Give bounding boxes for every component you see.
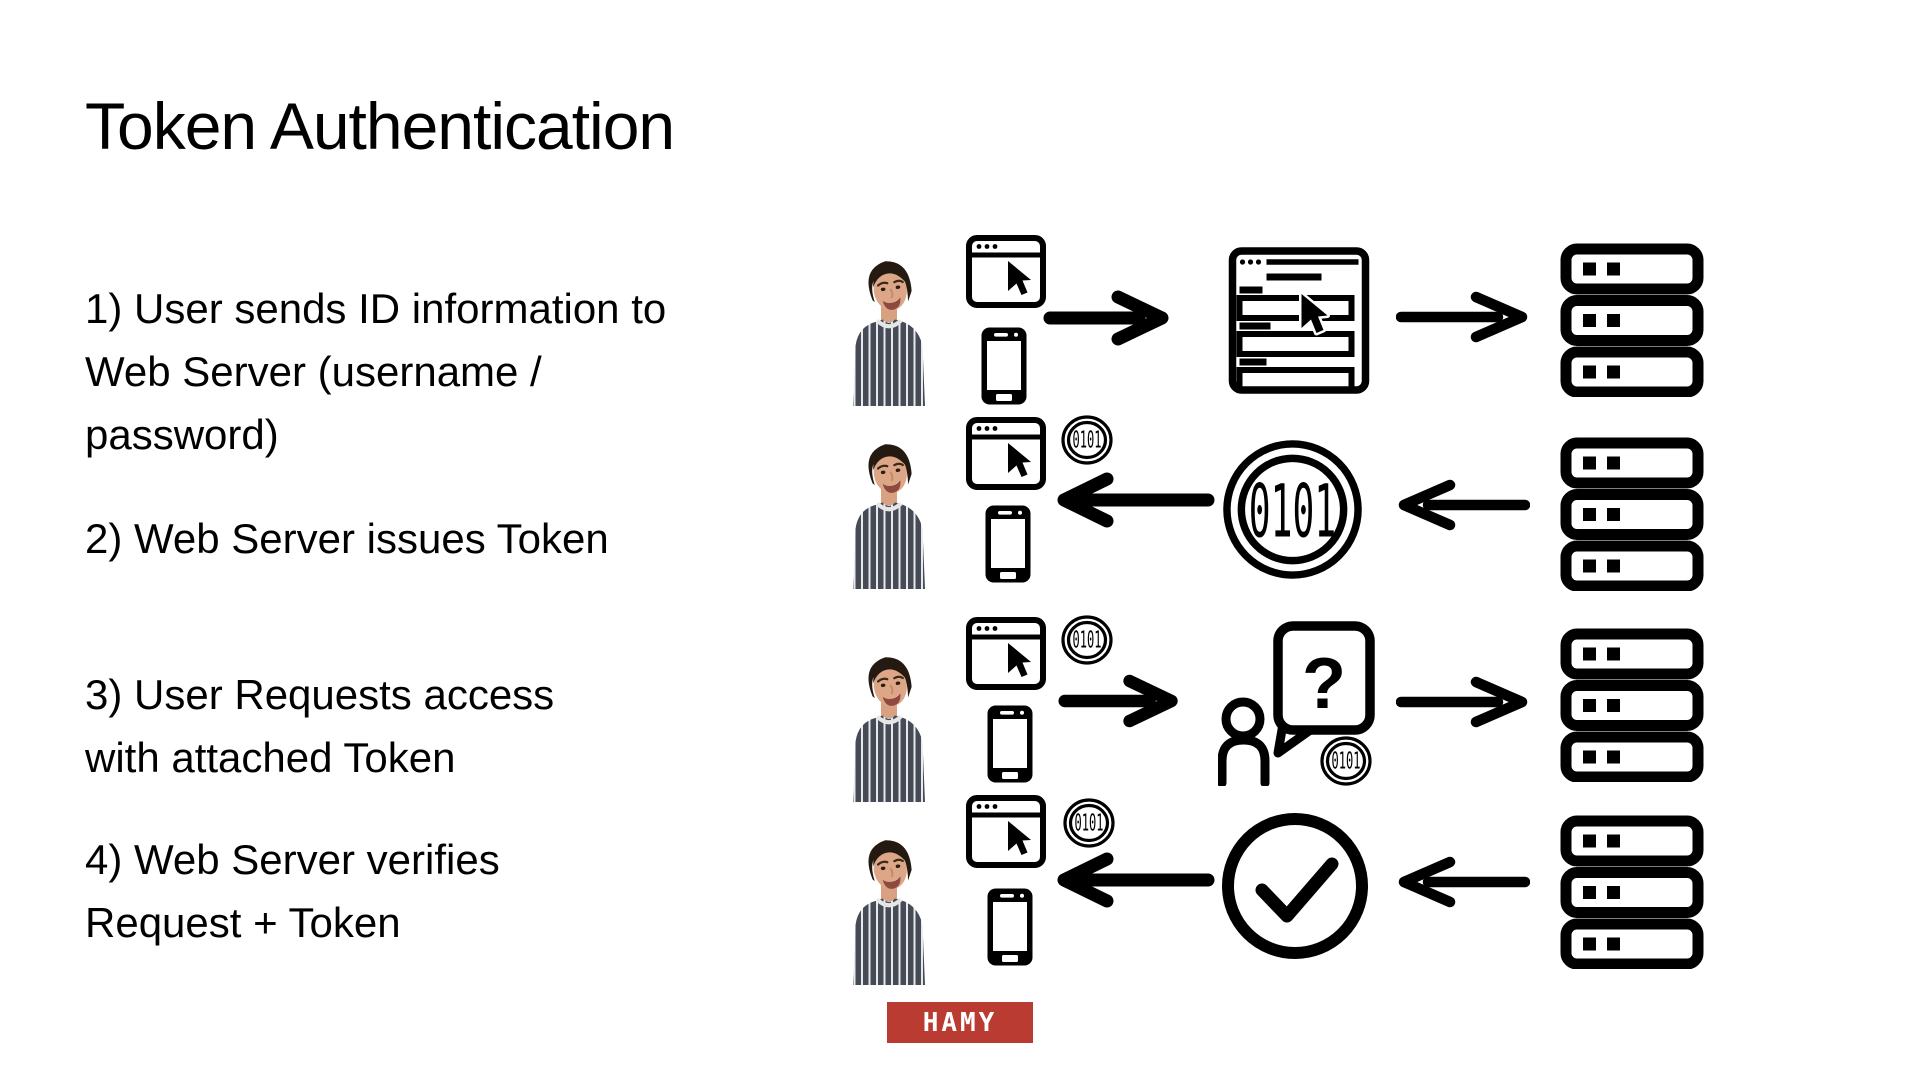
user-photo	[843, 437, 935, 589]
server-icon	[1560, 437, 1705, 591]
arrow-left-icon	[1053, 850, 1215, 910]
smartphone-icon	[980, 326, 1028, 406]
arrow-right-icon	[1396, 289, 1532, 345]
page-title: Token Authentication	[85, 89, 675, 163]
token-icon	[1220, 437, 1365, 582]
step-2-line-1: 2) Web Server issues Token	[85, 515, 609, 562]
arrow-right-icon	[1396, 674, 1532, 730]
step-1-line-1: 1) User sends ID information to	[85, 285, 667, 332]
step-4: 4) Web Server verifies Request + Token	[85, 828, 500, 954]
smartphone-icon	[986, 704, 1034, 784]
browser-icon	[966, 235, 1046, 308]
arrow-left-icon	[1394, 477, 1530, 533]
step-1-line-2: Web Server (username /	[85, 348, 542, 395]
step-1-line-3: password)	[85, 411, 279, 458]
hamy-logo-text: HAMY	[922, 1007, 998, 1038]
smartphone-icon	[984, 504, 1032, 584]
step-3: 3) User Requests access with attached To…	[85, 663, 554, 789]
arrow-right-icon	[1058, 671, 1182, 731]
user-photo	[843, 833, 935, 985]
access-request-icon	[1218, 620, 1378, 786]
verified-check-icon	[1220, 811, 1370, 961]
step-4-line-1: 4) Web Server verifies	[85, 836, 500, 883]
step-3-line-1: 3) User Requests access	[85, 671, 555, 718]
arrow-right-icon	[1043, 288, 1173, 348]
user-photo	[843, 650, 935, 802]
arrow-left-icon	[1053, 470, 1215, 530]
token-badge-icon	[1062, 798, 1116, 848]
browser-icon	[966, 617, 1046, 690]
arrow-left-icon	[1394, 854, 1530, 910]
token-badge-icon	[1060, 415, 1114, 465]
server-icon	[1560, 815, 1705, 969]
login-form-icon	[1228, 247, 1370, 394]
server-icon	[1560, 628, 1705, 782]
smartphone-icon	[986, 887, 1034, 967]
user-photo	[843, 254, 935, 406]
step-3-line-2: with attached Token	[85, 734, 456, 781]
step-1: 1) User sends ID information to Web Serv…	[85, 277, 666, 466]
browser-icon	[966, 795, 1046, 868]
browser-icon	[966, 417, 1046, 490]
token-badge-icon	[1060, 615, 1114, 665]
server-icon	[1560, 243, 1705, 397]
step-2: 2) Web Server issues Token	[85, 507, 609, 570]
hamy-logo: HAMY	[887, 1002, 1033, 1043]
step-4-line-2: Request + Token	[85, 899, 401, 946]
